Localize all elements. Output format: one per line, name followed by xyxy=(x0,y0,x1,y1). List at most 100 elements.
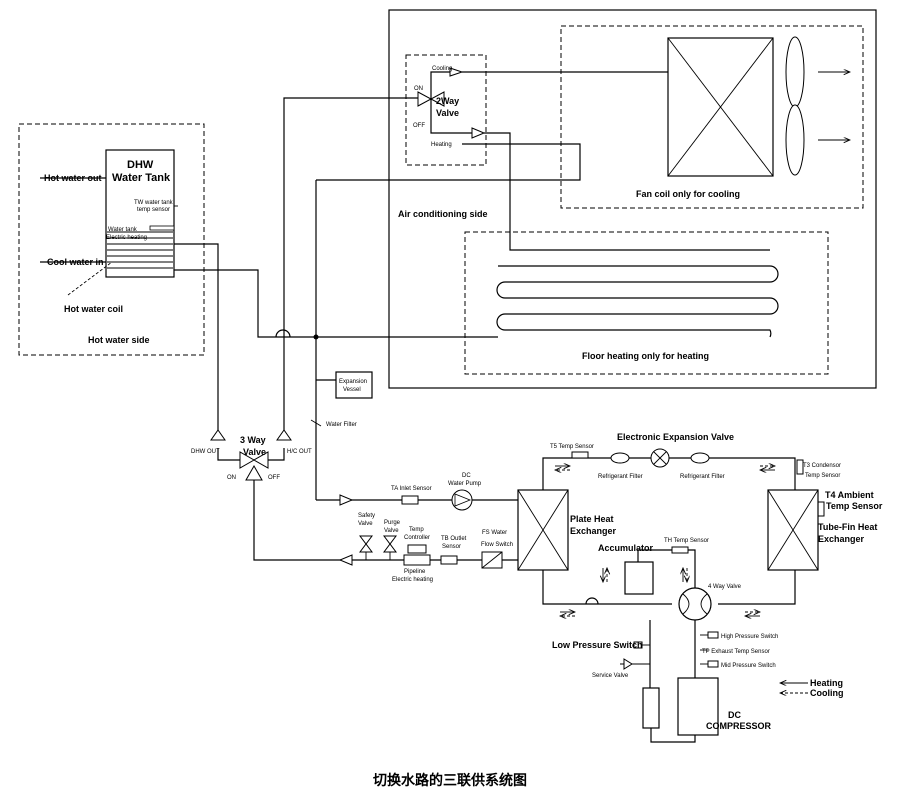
t4-sensor-label: T4 Ambient xyxy=(825,490,874,500)
hot-water-coil-label: Hot water coil xyxy=(64,304,123,314)
three-way-valve-label-2: Valve xyxy=(243,447,266,457)
tube-fin-label-2: Exchanger xyxy=(818,534,865,544)
temp-controller-label: Temp xyxy=(409,527,424,533)
cooling-branch-label: Cooling xyxy=(432,66,452,72)
tb-outlet-label-2: Sensor xyxy=(442,544,461,550)
mid-pressure-label: Mid Pressure Switch xyxy=(721,663,776,669)
flow-switch-label: FS Water xyxy=(482,530,507,536)
heating-branch-label: Heating xyxy=(431,142,452,148)
tb-outlet-sensor xyxy=(440,555,458,565)
refrigerant-filter-label-right: Refrigerant Filter xyxy=(680,474,725,480)
air-conditioning-side-label: Air conditioning side xyxy=(398,209,488,219)
water-tank-title: Water Tank xyxy=(112,172,171,184)
two-way-valve-region xyxy=(405,54,487,166)
water-filter-label: Water Filter xyxy=(326,422,357,428)
plate-hx-label-2: Exchanger xyxy=(570,526,617,536)
low-pressure-switch xyxy=(633,641,650,649)
safety-valve-label: Safety xyxy=(358,513,375,519)
flow-switch-label-2: Flow Switch xyxy=(481,542,513,548)
eev-label: Electronic Expansion Valve xyxy=(617,432,734,442)
low-pressure-label: Low Pressure Switch xyxy=(552,640,643,650)
t3-sensor-label: T3 Condensor xyxy=(803,463,841,469)
purge-valve-label-2: Valve xyxy=(384,528,399,534)
water-tank-heating-label: Water tank xyxy=(108,227,138,233)
dhw-out-label: DHW OUT xyxy=(191,449,220,455)
compressor-label: DC xyxy=(728,710,741,720)
floor-heating-region xyxy=(464,231,829,375)
expansion-vessel-label-2: Vessel xyxy=(343,387,361,393)
safety-valve-label-2: Valve xyxy=(358,521,373,527)
plate-heat-exchanger xyxy=(517,489,569,571)
dhw-water-tank xyxy=(105,149,175,278)
high-pressure-label: High Pressure Switch xyxy=(721,634,778,640)
four-way-valve xyxy=(678,587,712,621)
legend-cooling-label: Cooling xyxy=(810,688,844,698)
two-way-valve-label-2: Valve xyxy=(436,108,459,118)
hot-water-side-region xyxy=(18,123,205,356)
ta-inlet-sensor xyxy=(401,495,419,505)
off-label-3way: OFF xyxy=(268,475,280,481)
expansion-vessel-label: Expansion xyxy=(339,379,367,385)
tube-fin-label: Tube-Fin Heat xyxy=(818,522,877,532)
pipeline-electric-heating xyxy=(403,554,431,566)
two-way-valve xyxy=(417,71,472,134)
suction-accumulator xyxy=(642,687,660,729)
t4-temp-sensor xyxy=(817,501,825,517)
temp-controller-label-2: Controller xyxy=(404,535,430,541)
service-valve xyxy=(620,658,650,670)
dhw-title: DHW xyxy=(127,159,154,171)
th-temp-sensor xyxy=(671,546,689,554)
pipeline-heating-label-2: Electric heating xyxy=(392,577,433,583)
t5-temp-sensor xyxy=(571,451,589,459)
legend-heating-label: Heating xyxy=(810,678,843,688)
fan-coil-label: Fan coil only for cooling xyxy=(636,189,740,199)
hc-out-label: H/C OUT xyxy=(287,449,312,455)
hot-water-out-label: Hot water out xyxy=(44,173,102,183)
on-label-3way: ON xyxy=(227,475,236,481)
cool-water-in-label: Cool water in xyxy=(47,257,104,267)
tube-fin-heat-exchanger xyxy=(767,489,819,571)
accumulator-label: Accumulator xyxy=(598,543,654,553)
purge-valve-label: Purge xyxy=(384,520,401,526)
air-conditioning-region xyxy=(388,9,877,389)
service-valve-label: Service Valve xyxy=(592,673,629,679)
refrigerant-filter-label-left: Refrigerant Filter xyxy=(598,474,643,480)
four-way-valve-label: 4 Way Valve xyxy=(708,584,742,590)
mid-pressure-switch xyxy=(707,660,719,668)
two-way-valve-label: 2Way xyxy=(436,96,459,106)
tw-sensor-label: TW water tank xyxy=(134,200,174,206)
ta-inlet-sensor-label: TA Inlet Sensor xyxy=(391,486,432,492)
tb-outlet-label: TB Outlet xyxy=(441,536,467,542)
tw-sensor-label-2: temp sensor xyxy=(137,207,170,213)
purge-valve xyxy=(383,535,397,560)
on-label-2way: ON xyxy=(414,86,423,92)
fan-coil xyxy=(667,36,850,177)
diagram-caption: 切换水路的三联供系统图 xyxy=(373,773,527,789)
off-label-2way: OFF xyxy=(413,123,425,129)
th-sensor-label: TH Temp Sensor xyxy=(664,538,709,544)
dc-water-pump-label: DC xyxy=(462,473,471,479)
t4-sensor-label-2: Temp Sensor xyxy=(826,501,883,511)
tp-sensor-label: TP Exhaust Temp Sensor xyxy=(702,649,770,655)
compressor-label-2: COMPRESSOR xyxy=(706,721,772,731)
dc-compressor xyxy=(677,677,719,736)
t3-temp-sensor xyxy=(796,459,804,475)
t3-sensor-label-2: Temp Sensor xyxy=(805,473,840,479)
fan-coil-region xyxy=(560,25,864,209)
high-pressure-switch xyxy=(707,631,719,639)
water-flow-switch xyxy=(481,551,503,569)
expansion-vessel xyxy=(335,371,373,399)
pipeline-heating-label: Pipeline xyxy=(404,569,426,575)
water-tank-heating-label-2: Electric heating xyxy=(106,235,147,241)
refrigerant-filter-right xyxy=(690,452,710,464)
electronic-expansion-valve xyxy=(650,448,670,468)
three-way-valve-label: 3 Way xyxy=(240,435,266,445)
temp-controller xyxy=(407,544,427,554)
plate-hx-label: Plate Heat xyxy=(570,514,614,524)
hot-water-side-label: Hot water side xyxy=(88,335,150,345)
refrigerant-filter-left xyxy=(610,452,630,464)
safety-valve xyxy=(359,535,373,560)
floor-heating-label: Floor heating only for heating xyxy=(582,351,709,361)
accumulator xyxy=(624,561,654,595)
t5-sensor-label: T5 Temp Sensor xyxy=(550,444,594,450)
